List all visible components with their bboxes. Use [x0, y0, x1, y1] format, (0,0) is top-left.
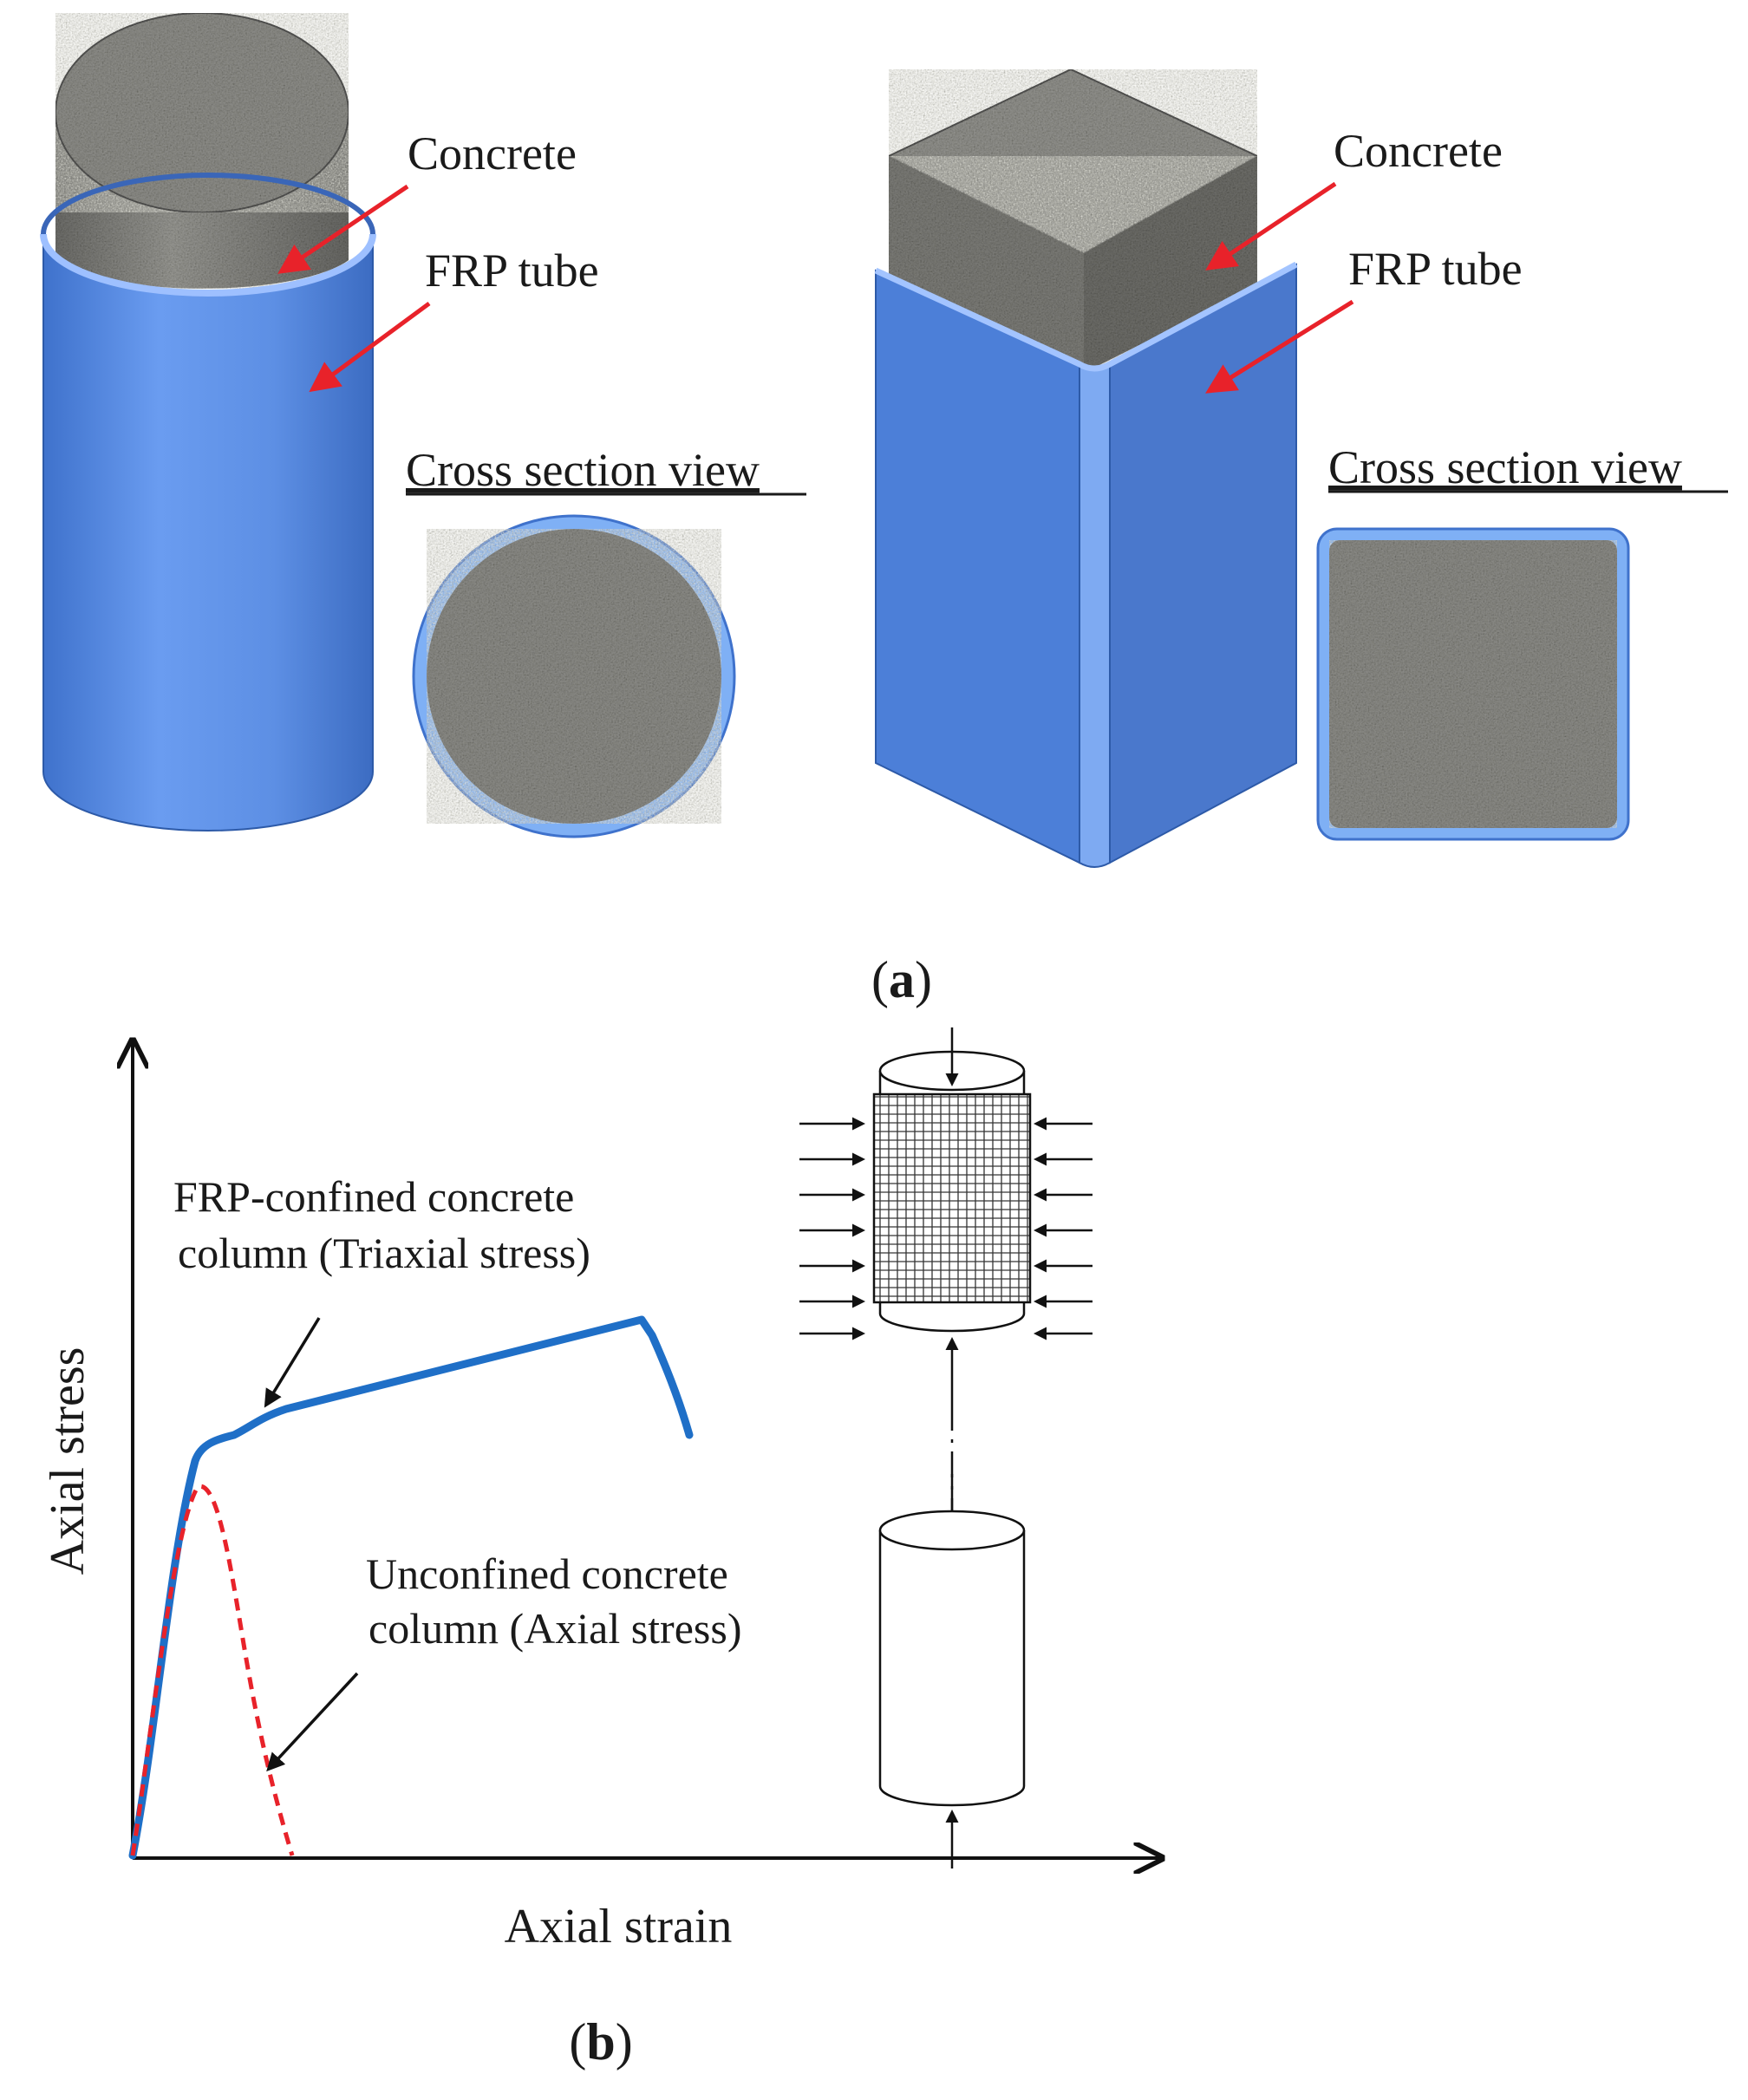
- panel-a-caption: (a): [871, 951, 932, 1008]
- circular-frp-tube-rim: [40, 233, 376, 297]
- circular-cross-section: [412, 514, 736, 838]
- square-concrete-right: [1084, 156, 1257, 373]
- square-concrete-arrow: [1205, 181, 1337, 271]
- unconfined-curve: [130, 1484, 295, 1856]
- circular-frp-column: [40, 12, 376, 832]
- lateral-confinement-arrows: [799, 1117, 1092, 1340]
- unconfined-cylinder-schematic: [878, 1405, 1026, 1868]
- square-frp-column: [874, 68, 1298, 868]
- confined-label-arrow: [264, 1317, 321, 1408]
- circular-frp-tube-body: [42, 233, 374, 832]
- square-frp-tube-corner: [1079, 362, 1111, 868]
- circular-frp-arrow: [309, 301, 431, 393]
- square-frp-tube-left: [875, 269, 1080, 864]
- square-cross-section: [1316, 527, 1630, 841]
- unconfined-label-line2: column (Axial stress): [369, 1604, 741, 1653]
- square-concrete-left: [889, 156, 1084, 373]
- confined-label-line1: FRP-confined concrete: [173, 1172, 574, 1221]
- confined-cylinder-schematic: [872, 1027, 1032, 1405]
- confined-label-line2: column (Triaxial stress): [178, 1229, 590, 1277]
- stress-strain-chart: Axial stress Axial strain FRP-confined c…: [41, 1040, 1162, 1953]
- circular-concrete-arrow: [277, 184, 409, 274]
- frp-wrap-mesh: [872, 1092, 1032, 1304]
- square-concrete-label: Concrete: [1334, 125, 1503, 177]
- circular-concrete-label: Concrete: [408, 127, 577, 179]
- panel-b-caption: (b): [569, 2013, 632, 2071]
- square-frp-arrow: [1205, 299, 1354, 394]
- circular-section-label: Cross section view: [406, 444, 760, 496]
- circular-frp-label: FRP tube: [425, 245, 599, 297]
- square-section-label: Cross section view: [1328, 441, 1682, 493]
- unconfined-label-arrow: [266, 1672, 359, 1772]
- y-axis-label: Axial stress: [41, 1347, 95, 1575]
- x-axis-label: Axial strain: [505, 1900, 733, 1953]
- unconfined-label-line1: Unconfined concrete: [366, 1549, 728, 1598]
- square-frp-label: FRP tube: [1348, 243, 1523, 295]
- circular-concrete-top: [55, 12, 349, 213]
